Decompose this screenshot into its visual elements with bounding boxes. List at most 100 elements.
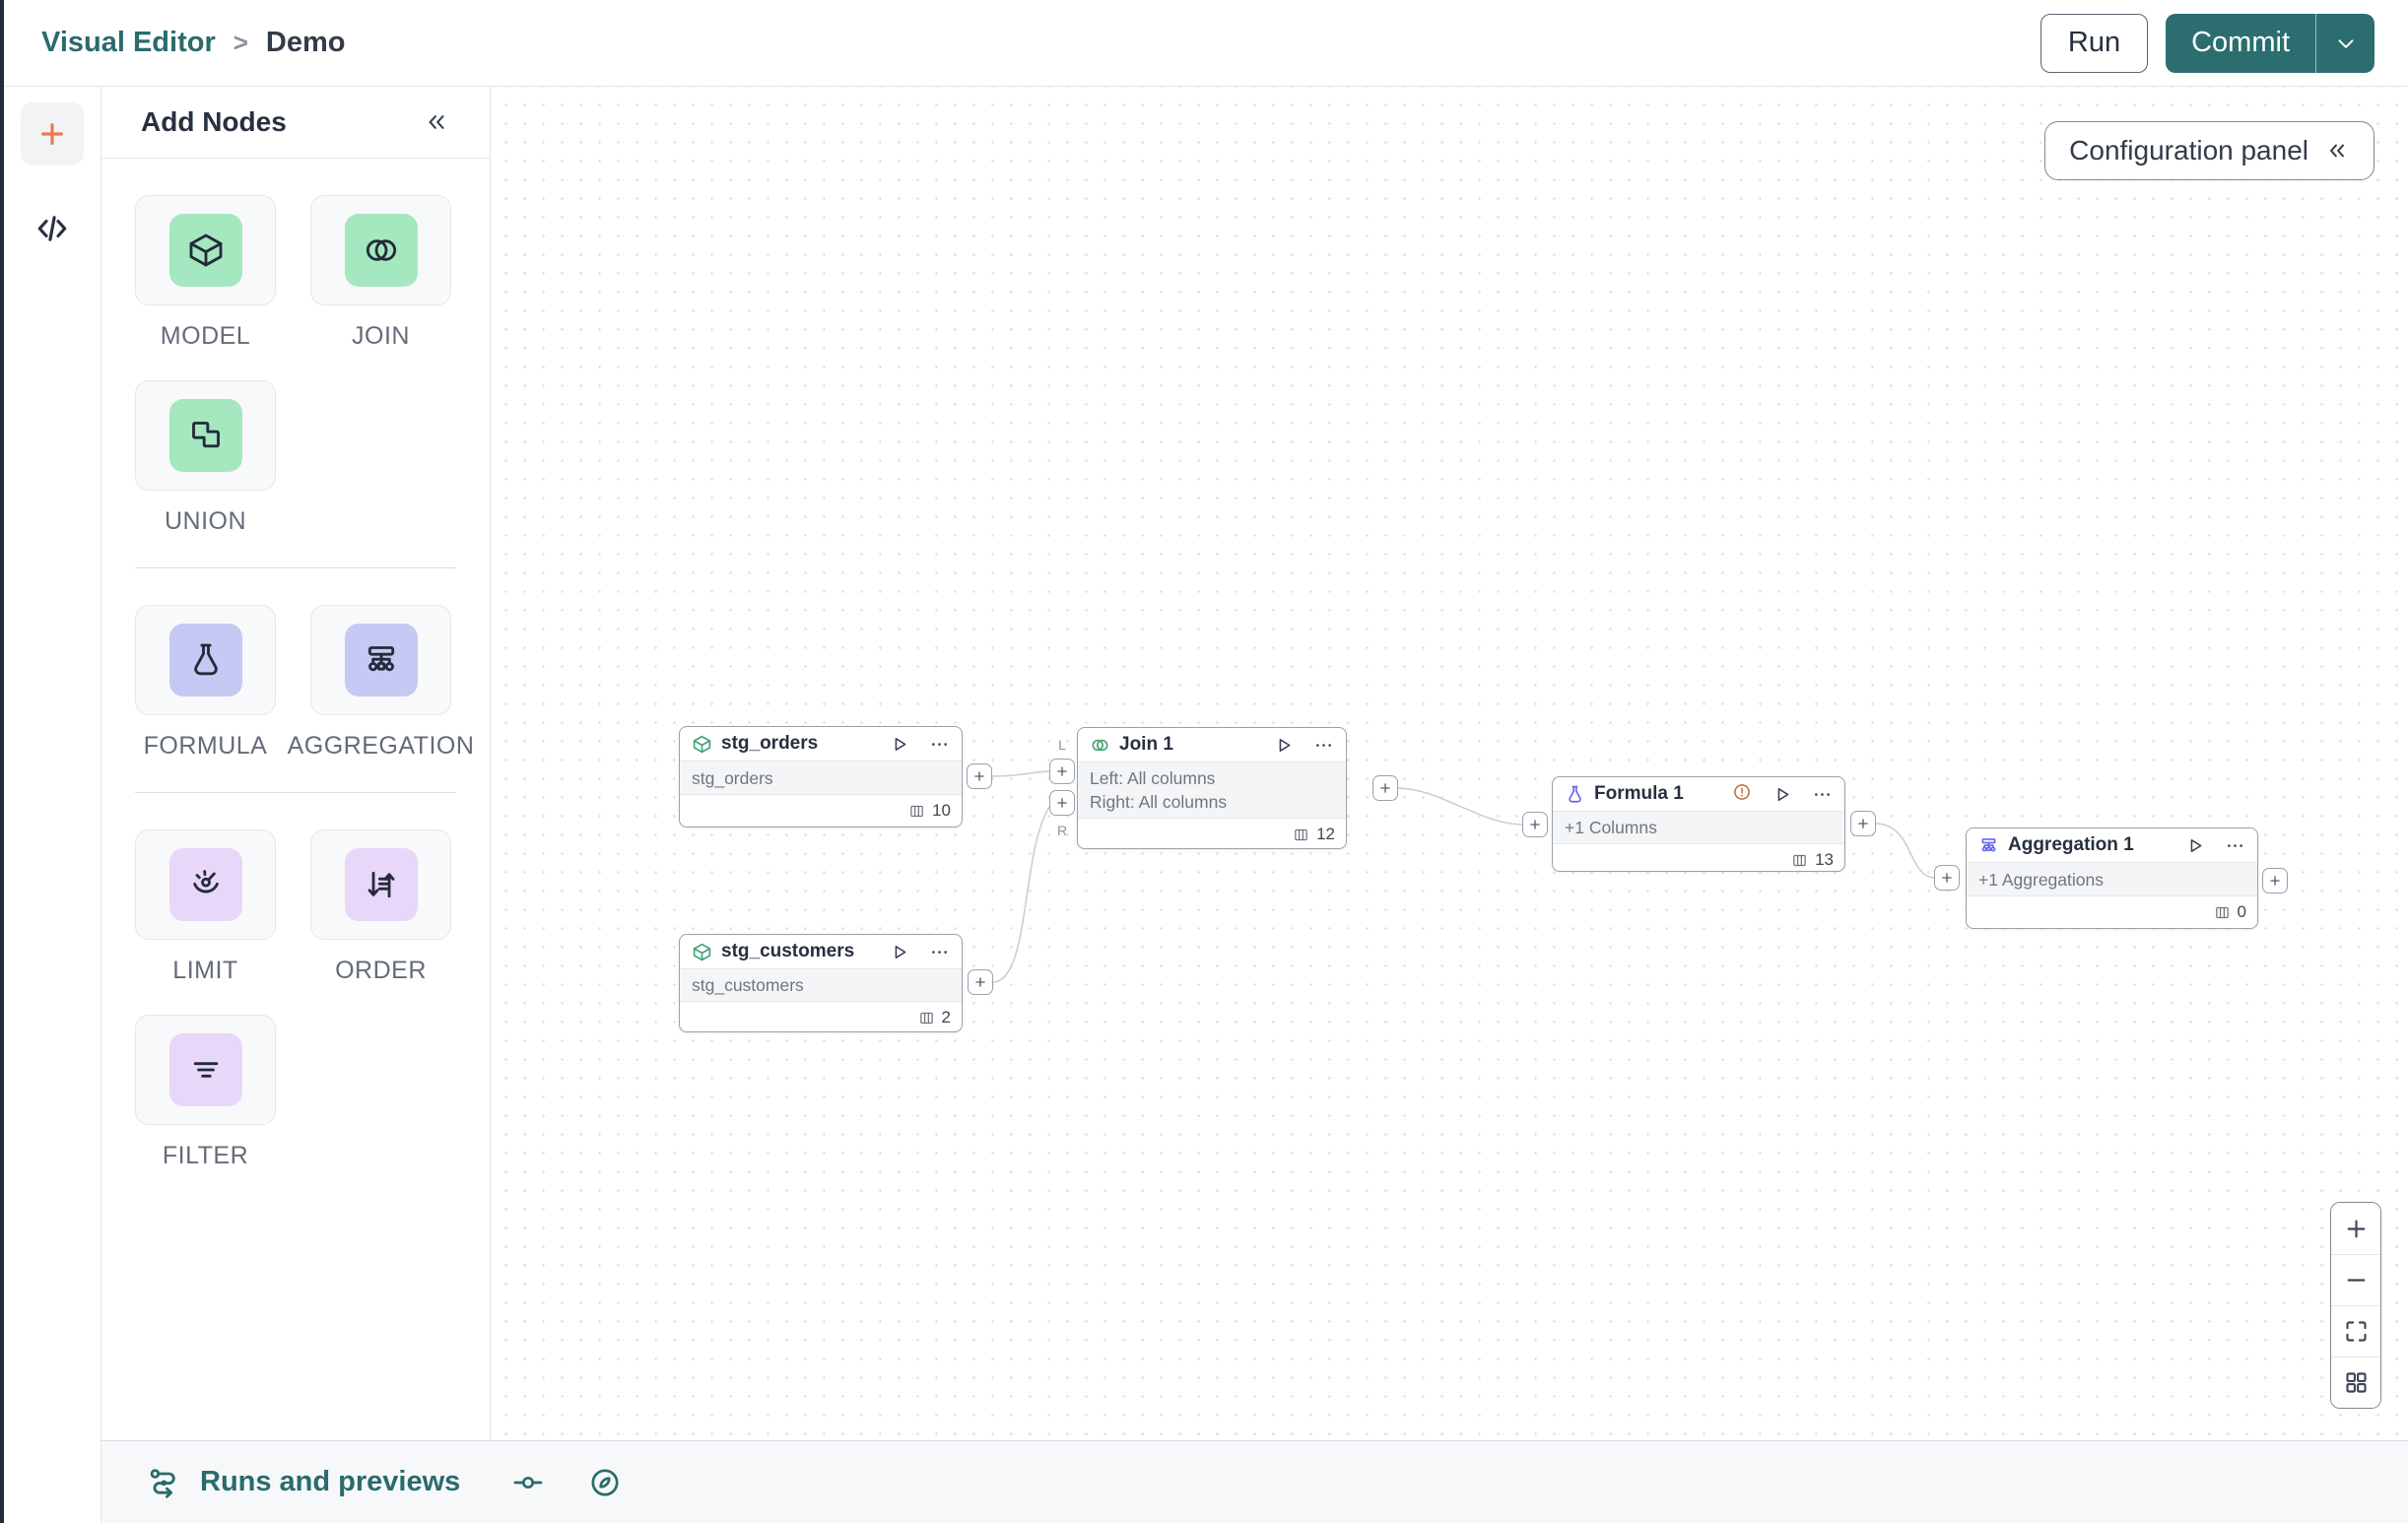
node-type-card-order[interactable]: ORDER <box>310 829 451 985</box>
minimap-button[interactable] <box>2331 1357 2380 1408</box>
node-type-card-union[interactable]: UNION <box>135 380 276 536</box>
commit-node-button[interactable] <box>511 1466 545 1499</box>
node-title: Aggregation 1 <box>2008 834 2134 855</box>
node-type-label: FILTER <box>162 1142 249 1169</box>
commit-dropdown-button[interactable] <box>2315 13 2375 73</box>
join-icon <box>1092 739 1108 751</box>
join-left-input-port[interactable] <box>1049 759 1075 784</box>
formula-output-port[interactable] <box>1850 811 1876 836</box>
node-header: Aggregation 1 <box>1967 828 2257 862</box>
fit-view-button[interactable] <box>2331 1305 2380 1357</box>
node-type-card-model[interactable]: MODEL <box>135 195 276 351</box>
port-label-r: R <box>1056 823 1068 838</box>
node-menu-button[interactable] <box>2225 835 2245 856</box>
node-type-card-filter[interactable]: FILTER <box>135 1015 276 1170</box>
breadcrumb-visual-editor[interactable]: Visual Editor <box>41 27 216 58</box>
topbar-actions: Run Commit <box>2040 13 2375 73</box>
panel-section-divider <box>135 567 456 568</box>
ellipsis-icon <box>932 950 947 954</box>
add-nodes-panel-header: Add Nodes <box>101 87 490 159</box>
gauge-icon <box>168 848 242 921</box>
node-type-card-join[interactable]: JOIN <box>310 195 451 351</box>
stg-orders-output-port[interactable] <box>967 763 992 789</box>
node-run-button[interactable] <box>889 734 909 755</box>
collapse-double-chevron-icon <box>429 115 444 129</box>
sort-icon <box>344 848 418 921</box>
formula-input-port[interactable] <box>1522 812 1548 837</box>
panel-section: LIMIT ORDER FILTER <box>101 829 490 1170</box>
code-icon <box>37 216 67 241</box>
plus-icon <box>2347 1220 2365 1237</box>
panel-collapse-button[interactable] <box>423 108 450 136</box>
node-type-label: ORDER <box>335 957 427 984</box>
plus-icon <box>1942 873 1952 883</box>
node-menu-button[interactable] <box>1313 735 1334 756</box>
play-icon <box>2190 838 2202 852</box>
plus-icon <box>2270 876 2280 886</box>
node-body-line: stg_orders <box>692 767 773 788</box>
columns-icon <box>1295 828 1307 840</box>
node-column-count: 2 <box>941 1008 951 1026</box>
zoom-in-button[interactable] <box>2331 1203 2380 1254</box>
cube-icon <box>692 942 712 962</box>
node-type-label: LIMIT <box>172 957 238 984</box>
code-view-button[interactable] <box>34 211 70 246</box>
node-menu-button[interactable] <box>929 942 950 962</box>
node-footer: 10 <box>680 795 962 827</box>
edges-layer <box>991 770 1935 983</box>
node-type-card-aggregation[interactable]: AGGREGATION <box>288 605 474 761</box>
run-button[interactable]: Run <box>2040 13 2149 73</box>
compass-button[interactable] <box>588 1466 622 1499</box>
commit-button[interactable]: Commit <box>2166 13 2315 73</box>
stg-customers-output-port[interactable] <box>968 969 993 995</box>
node-body-line: Left: All columns <box>1090 768 1216 788</box>
ellipsis-icon <box>1815 792 1830 796</box>
add-node-button[interactable] <box>21 102 84 166</box>
left-edge-strip <box>0 0 4 1523</box>
node-menu-button[interactable] <box>929 734 950 755</box>
node-header: stg_customers <box>680 935 962 968</box>
aggregation-input-port[interactable] <box>1934 865 1960 891</box>
flask-icon <box>1569 785 1581 803</box>
node-footer: 2 <box>680 1002 962 1033</box>
breadcrumb-separator: > <box>233 28 248 57</box>
columns-icon <box>919 1012 933 1024</box>
node-body-line: stg_customers <box>692 975 804 995</box>
edge-connector <box>992 806 1050 983</box>
bottom-bar-icons <box>511 1466 622 1499</box>
aggregation-output-port[interactable] <box>2262 868 2288 894</box>
node-menu-button[interactable] <box>1812 784 1833 805</box>
node-run-button[interactable] <box>1273 735 1294 756</box>
cube-icon <box>168 214 242 287</box>
configuration-panel-button[interactable]: Configuration panel <box>2044 121 2375 180</box>
ellipsis-icon <box>2228 843 2242 847</box>
node-footer: 0 <box>1967 896 2257 928</box>
filter-icon <box>193 1062 218 1078</box>
node-type-label: FORMULA <box>143 732 268 760</box>
node-run-button[interactable] <box>1772 784 1792 805</box>
plus-icon <box>1530 820 1540 829</box>
node-run-button[interactable] <box>2184 835 2205 856</box>
node-actions <box>2184 835 2245 856</box>
join-output-port[interactable] <box>1372 775 1398 801</box>
node-run-button[interactable] <box>889 942 909 962</box>
node-column-count: 10 <box>932 801 951 820</box>
zoom-out-button[interactable] <box>2331 1254 2380 1305</box>
node-type-card-box <box>310 605 451 715</box>
columns-icon <box>918 1010 935 1026</box>
node-type-card-limit[interactable]: LIMIT <box>135 829 276 985</box>
runs-and-previews-toggle[interactable]: Runs and previews <box>147 1465 460 1500</box>
sort-icon <box>368 871 394 898</box>
flow-node-stg_customers[interactable]: stg_customers stg_customers 2 <box>679 934 963 1032</box>
node-type-card-box <box>310 195 451 305</box>
columns-icon <box>908 803 925 820</box>
join-right-input-port[interactable] <box>1049 790 1075 816</box>
node-type-card-formula[interactable]: FORMULA <box>135 605 276 761</box>
